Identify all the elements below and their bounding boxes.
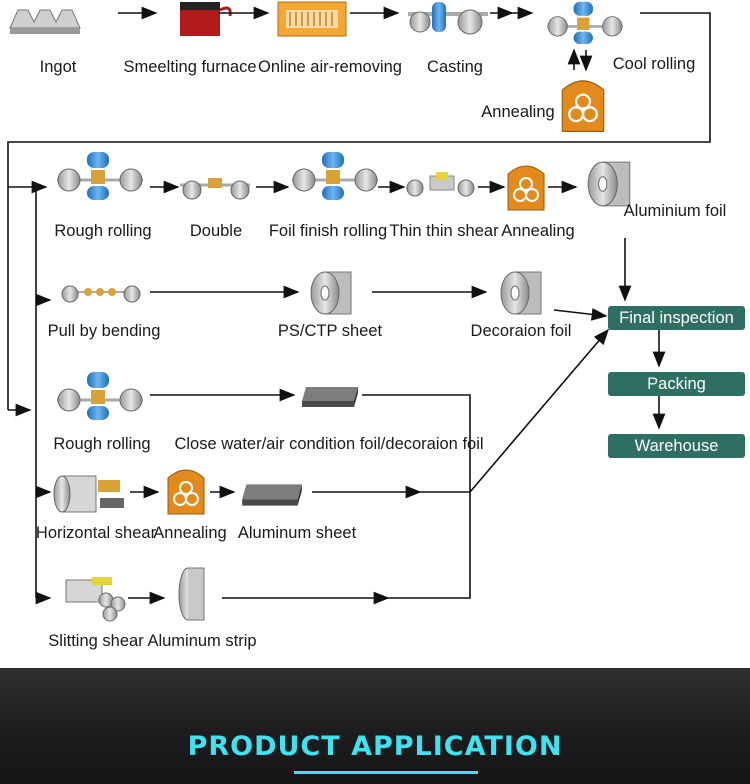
foil-finish-rolling-icon [290, 150, 380, 200]
row6-arrows [35, 492, 471, 605]
row5-arrows [35, 328, 610, 499]
rough-rolling-icon-2 [55, 370, 145, 420]
aluminium-foil-icon [587, 161, 631, 207]
decoraion-foil-icon [500, 271, 542, 315]
cool-rolling-icon [545, 0, 625, 44]
banner-title: PRODUCT APPLICATION [187, 731, 563, 762]
pull-bending-icon [61, 285, 141, 303]
aluminum-sheet-icon [242, 484, 302, 506]
thin-shear-label: Thin thin shear [389, 222, 499, 240]
row3-arrows [35, 285, 608, 321]
cool-rolling-label: Cool rolling [612, 55, 696, 73]
annealing-label-1: Annealing [481, 103, 555, 121]
close-foil-label: Close water/air condition foil/decoraion… [174, 435, 484, 453]
aluminum-strip-label: Aluminum strip [147, 632, 257, 650]
annealing-icon [561, 79, 605, 133]
slitting-shear-label: Slitting shear [48, 632, 144, 650]
ps-ctp-sheet-label: PS/CTP sheet [277, 322, 383, 340]
air-removing-icon [277, 1, 347, 37]
row2-arrows [150, 180, 632, 302]
horizontal-shear-icon [53, 475, 124, 513]
warehouse-box: Warehouse [608, 434, 745, 458]
foil-finish-rolling-label: Foil finish rolling [268, 222, 388, 240]
ps-ctp-sheet-icon [310, 271, 352, 315]
annealing-icon-2 [506, 164, 546, 212]
casting-icon [408, 2, 488, 35]
casting-label: Casting [427, 58, 483, 76]
rough-rolling-label-2: Rough rolling [53, 435, 151, 453]
air-removing-label: Online air-removing [258, 58, 402, 76]
annealing-label-3: Annealing [153, 524, 227, 542]
annealing-label-2: Annealing [501, 222, 575, 240]
process-flow-diagram [7, 0, 711, 622]
row1-arrows [7, 6, 711, 417]
row4-arrows [150, 388, 471, 492]
close-foil-icon [302, 387, 358, 407]
product-application-banner [0, 668, 750, 784]
aluminium-foil-label: Aluminium foil [623, 202, 727, 220]
slitting-shear-icon [65, 577, 126, 622]
horizontal-shear-label: Horizontal shear [35, 524, 157, 542]
packing-box: Packing [608, 372, 745, 396]
double-icon [180, 178, 250, 200]
thin-shear-icon [406, 172, 475, 197]
aluminum-strip-icon [178, 567, 205, 621]
rough-rolling-icon [55, 150, 145, 200]
pull-bending-label: Pull by bending [47, 322, 161, 340]
annealing-icon-3 [166, 468, 206, 516]
smelting-furnace-icon [180, 2, 232, 36]
ingot-icon [9, 9, 81, 34]
ingot-label: Ingot [39, 58, 77, 76]
smelting-furnace-label: Smeelting furnace [123, 58, 257, 76]
banner-underline [294, 771, 478, 774]
aluminum-sheet-label: Aluminum sheet [237, 524, 357, 542]
rough-rolling-label-1: Rough rolling [54, 222, 152, 240]
decoraion-foil-label: Decoraion foil [470, 322, 572, 340]
double-label: Double [189, 222, 243, 240]
final-inspection-box: Final inspection [608, 306, 745, 330]
